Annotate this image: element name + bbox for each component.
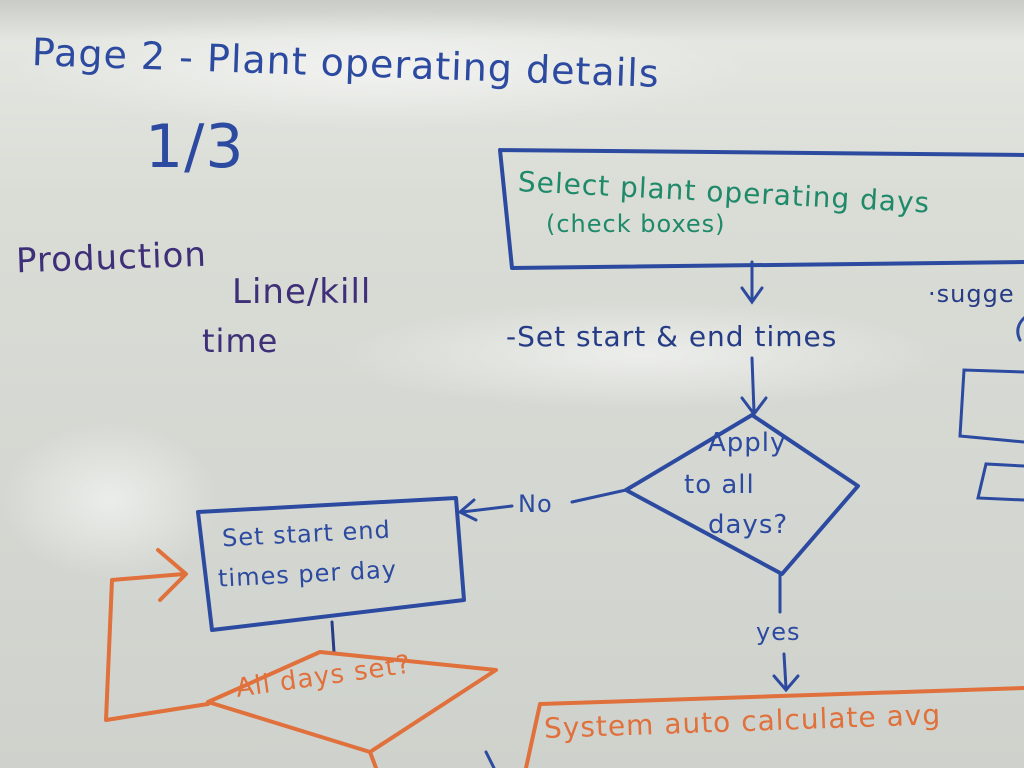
right-partial-box-2 <box>976 462 1024 502</box>
fraction-label: 1/3 <box>145 112 245 182</box>
apply-line-1: Apply <box>708 428 787 458</box>
all-days-set-bottom-edge <box>368 750 378 768</box>
per-day-box <box>196 496 466 632</box>
arrow-to-auto-calc <box>484 750 496 768</box>
side-note-line-2: time <box>202 322 279 360</box>
arrow-select-to-set-times <box>740 260 764 305</box>
arrow-set-times-to-decision <box>740 356 768 417</box>
auto-calc-box <box>524 686 1024 768</box>
set-times-step: -Set start & end times <box>506 320 838 353</box>
edge-no-label: No <box>518 490 553 518</box>
apply-line-2: to all <box>684 470 755 500</box>
right-partial-box-1 <box>958 368 1024 444</box>
apply-decision-diamond <box>624 413 860 576</box>
side-note-line-1: Line/kill <box>232 272 372 312</box>
loop-back-arrow <box>104 548 210 722</box>
select-days-box <box>498 148 1024 270</box>
select-days-line-2: (check boxes) <box>546 210 726 238</box>
per-day-to-check-line <box>330 620 336 654</box>
edge-yes-label: yes <box>756 618 801 646</box>
production-label: Production <box>15 234 208 282</box>
suggest-note: ·sugge <box>928 280 1015 308</box>
apply-line-3: days? <box>708 510 789 540</box>
right-partial-arc <box>1016 316 1024 342</box>
arrow-no <box>457 488 628 522</box>
arrow-yes-down <box>772 572 800 693</box>
